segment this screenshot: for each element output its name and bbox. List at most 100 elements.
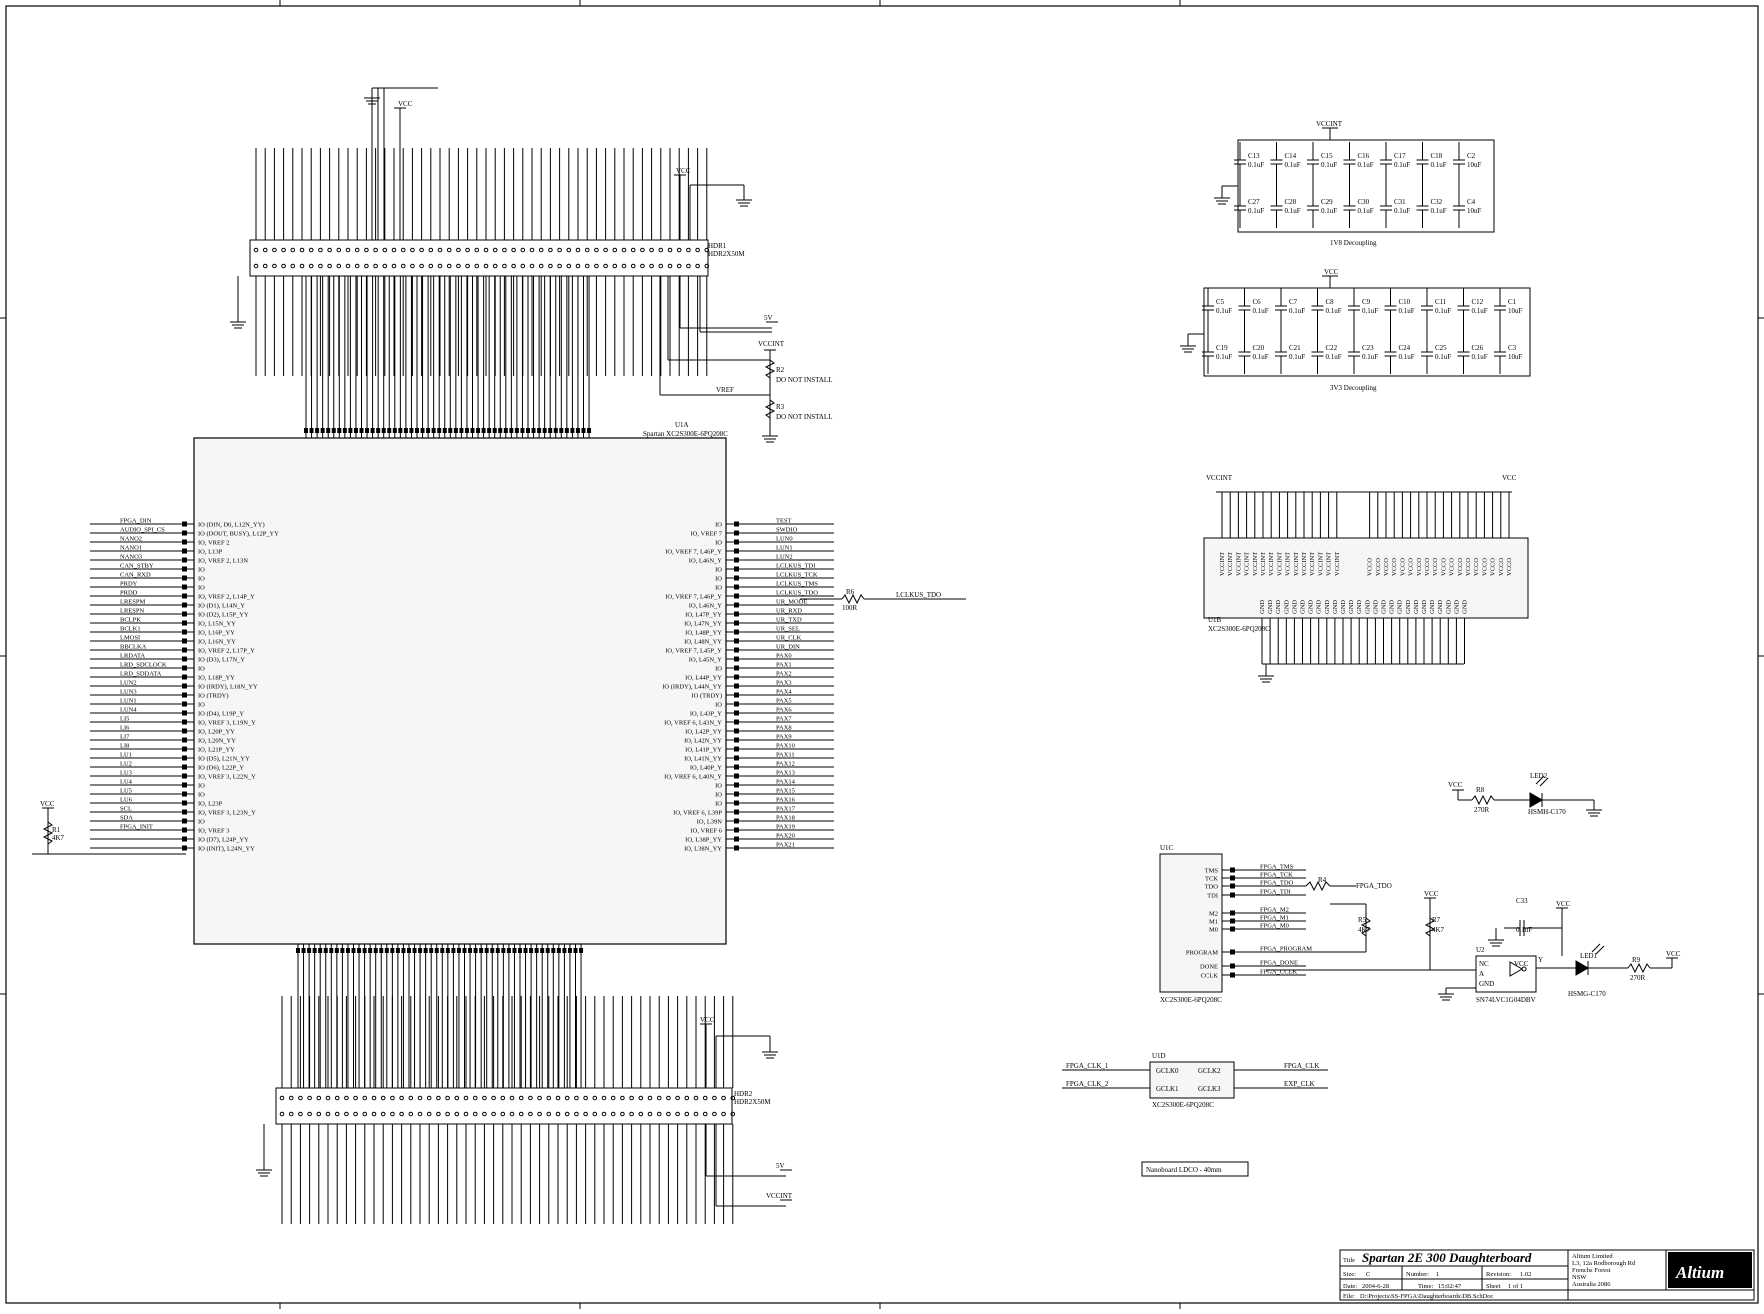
header-pin-dot xyxy=(253,263,259,269)
cap-designator: C3 xyxy=(1508,344,1517,352)
u1a-left-pin-marker xyxy=(182,764,187,770)
u1a-left-pin-label: IO, VREF 3, L22N_Y xyxy=(198,774,256,781)
cap-designator: C21 xyxy=(1289,344,1301,352)
u1a-right-pin-marker xyxy=(734,755,739,761)
header-pin-dot xyxy=(391,247,397,253)
u1a-top-pin-marker xyxy=(415,428,419,433)
u1a-left-pin-marker xyxy=(182,665,187,671)
u1b-pin-label: VCCINT xyxy=(1293,552,1300,576)
u2-part: SN74LVC1G04DBV xyxy=(1476,996,1536,1004)
tb-time-label: Time: xyxy=(1418,1283,1433,1290)
u1b-pin-label: VCCO xyxy=(1416,558,1423,576)
header-pin-dot xyxy=(410,263,415,269)
u1a-left-pin-label: IO (DIN, D0, L12N_YY) xyxy=(198,522,265,529)
u1b-gnd-pin-label: GND xyxy=(1397,600,1404,614)
header-pin-dot xyxy=(630,263,636,269)
u1a-top-pin-marker xyxy=(559,428,564,433)
header-pin-dot xyxy=(575,247,581,253)
u1d-body xyxy=(1149,1061,1235,1099)
u1a-left-net-label: PRDD xyxy=(120,590,138,597)
u1a-left-pin-marker xyxy=(182,620,187,626)
u1c-net-label: FPGA_TDO xyxy=(1260,880,1294,887)
tb-size: C xyxy=(1366,1271,1370,1278)
u1a-right-pin-label: IO xyxy=(715,522,722,529)
header-pin-dot xyxy=(308,263,314,269)
u1a-left-pin-label: IO (D1), L14N_Y xyxy=(198,603,245,610)
header-pin-dot xyxy=(675,1095,680,1101)
header-pin-dot xyxy=(380,1111,386,1117)
u1a-bottom-pin-marker xyxy=(373,948,378,953)
header-pin-dot xyxy=(520,247,526,253)
cap-designator: C26 xyxy=(1472,344,1484,352)
tb-company-line: NSW xyxy=(1572,1274,1587,1281)
u1a-right-pin-marker xyxy=(734,611,739,617)
header-pin-dot xyxy=(629,1111,634,1117)
header-pin-dot xyxy=(511,263,516,269)
header-pin-dot xyxy=(638,1095,644,1101)
header-pin-dot xyxy=(640,247,645,253)
u1a-bottom-pin-marker xyxy=(395,948,400,953)
u1a-left-pin-label: IO (D7), L24P_YY xyxy=(198,837,249,844)
header-pin-dot xyxy=(509,1095,515,1101)
header-pin-dot xyxy=(428,263,434,269)
u1c-pin-marker xyxy=(1230,972,1235,978)
u1b-pin-label: VCCINT xyxy=(1252,552,1259,576)
u1a-bottom-pin-marker xyxy=(401,948,406,953)
u1a-right-pin-marker xyxy=(734,566,739,572)
u1b-pin-label: VCCINT xyxy=(1244,552,1251,576)
u1a-right-pin-label: IO, L45N_Y xyxy=(689,657,723,664)
tb-company-line: Altium Limited xyxy=(1572,1253,1613,1260)
u1a-top-pin-marker xyxy=(548,428,553,433)
u1a-left-pin-marker xyxy=(182,809,187,815)
u1a-left-net-label: LU2 xyxy=(120,761,132,768)
header-pin-dot xyxy=(362,1111,368,1117)
u1a-left-pin-marker xyxy=(182,701,187,707)
header-pin-dot xyxy=(594,247,599,253)
u1a-bottom-pin-marker xyxy=(345,948,350,953)
u1a-top-pin-marker xyxy=(487,428,492,433)
cap-designator: C19 xyxy=(1216,344,1228,352)
u1a-left-net-label: NANO3 xyxy=(120,554,142,561)
header-pin-dot xyxy=(272,247,277,253)
u1a-top-pin-marker xyxy=(537,428,542,433)
header-pin-dot xyxy=(454,1095,460,1101)
header-pin-dot xyxy=(382,263,388,269)
u1a-left-net-label: NANO2 xyxy=(120,536,142,543)
u1a-right-pin-marker xyxy=(734,620,739,626)
u1a-top-pin-marker xyxy=(498,428,503,433)
u1a-left-pin-label: IO (TRDY) xyxy=(198,693,229,700)
u1a-bottom-pin-marker xyxy=(545,948,550,953)
u1a-top-pin-marker xyxy=(481,428,486,433)
cap-designator: C17 xyxy=(1394,152,1406,160)
header-pin-dot xyxy=(463,1111,469,1117)
u1a-bottom-pin-marker xyxy=(423,948,428,953)
u1a-bottom-pin-marker xyxy=(384,948,389,953)
u1b-body xyxy=(1203,537,1529,619)
cap-value: 0.1uF xyxy=(1216,353,1232,361)
u1a-left-net-label: BBCLKA xyxy=(120,644,147,651)
dec1v8-vccint-label: VCCINT xyxy=(1316,120,1343,128)
altium-logo xyxy=(1668,1252,1752,1288)
header-pin-dot xyxy=(620,1111,625,1117)
header-pin-dot xyxy=(382,247,388,253)
u1a-top-pin-marker xyxy=(575,428,580,433)
u1a-left-pin-label: IO, VREF 3 xyxy=(198,828,229,835)
u1a-bottom-pin-marker xyxy=(479,948,484,953)
tb-file: D:\Projects\SS-FPGA\Daughterboards\DB.Sc… xyxy=(1360,1293,1494,1300)
header-pin-dot xyxy=(555,1111,561,1117)
u1a-right-pin-marker xyxy=(734,629,739,635)
u1c-pin-marker xyxy=(1230,918,1235,924)
cap-designator: C20 xyxy=(1253,344,1265,352)
u1a-right-net-label: UR_TXD xyxy=(776,617,802,624)
cap-designator: C5 xyxy=(1216,298,1225,306)
u1a-bottom-pin-marker xyxy=(445,948,450,953)
header-pin-dot xyxy=(564,1111,570,1117)
cap-value: 0.1uF xyxy=(1394,161,1410,169)
u1a-left-net-label: CAN_STBY xyxy=(120,563,154,570)
u1a-right-net-label: TEST xyxy=(776,518,792,525)
u1a-left-net-label: LUN4 xyxy=(120,707,137,714)
dec1v8-title: 1V8 Decoupling xyxy=(1330,239,1377,247)
cap-value: 0.1uF xyxy=(1472,307,1488,315)
u1b-pin-label: VCCO xyxy=(1424,558,1431,576)
